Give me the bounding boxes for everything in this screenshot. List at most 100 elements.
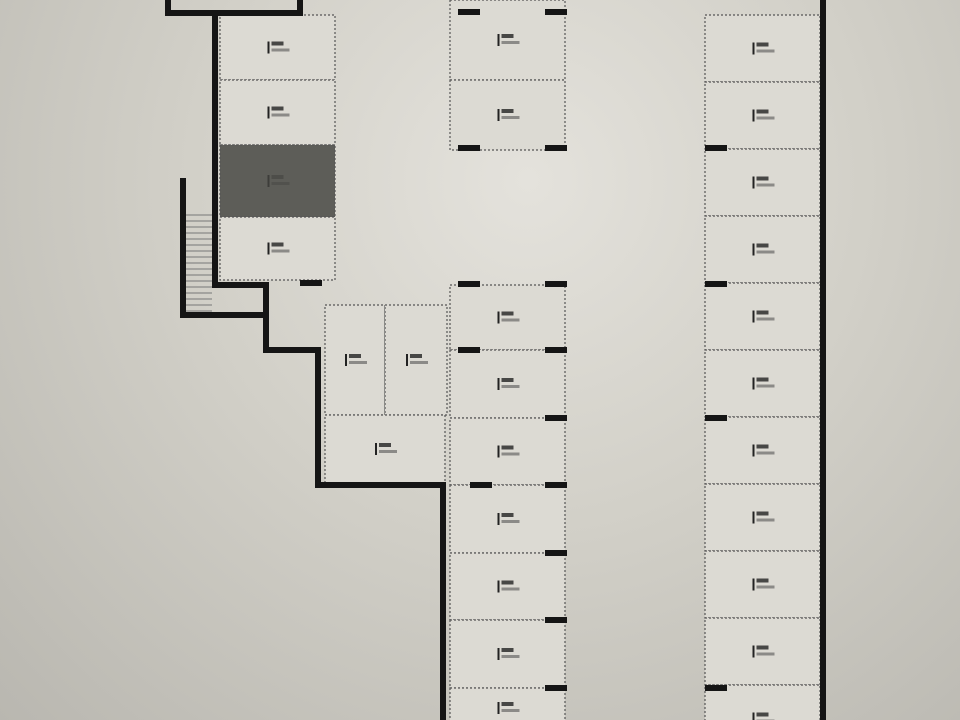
wall — [212, 13, 446, 720]
unit-label-number — [756, 310, 769, 315]
storage-unit — [704, 81, 821, 150]
unit-label-area — [501, 116, 520, 119]
door-marker — [458, 347, 480, 353]
unit-label-area — [756, 116, 775, 120]
unit-label-bar — [752, 310, 755, 323]
unit-label-bar — [497, 378, 500, 390]
unit-label-area — [271, 48, 290, 52]
storage-unit — [704, 349, 821, 418]
unit-label-area — [501, 655, 520, 658]
storage-unit — [449, 349, 566, 419]
unit-label-number — [501, 513, 514, 517]
unit-label-number — [756, 176, 769, 181]
unit-label-number — [349, 354, 361, 358]
unit-label-number — [756, 712, 769, 717]
unit-label-number — [271, 106, 284, 111]
unit-label-bar — [497, 445, 500, 458]
unit-label-number — [756, 511, 769, 516]
door-marker — [458, 281, 480, 287]
unit-label-number — [501, 648, 514, 652]
unit-label-area — [349, 361, 367, 364]
storage-unit — [704, 416, 821, 485]
unit-label-area — [756, 451, 775, 455]
unit-label-bar — [267, 106, 270, 119]
unit-label-area — [379, 450, 397, 453]
door-marker — [545, 415, 567, 421]
unit-label-number — [501, 580, 514, 585]
unit-label-area — [756, 384, 775, 388]
unit-label-number — [756, 578, 769, 583]
door-marker — [545, 347, 567, 353]
storage-unit — [704, 483, 821, 552]
unit-label-bar — [497, 648, 500, 660]
unit-label-bar — [497, 580, 500, 593]
unit-label-number — [501, 311, 514, 316]
door-marker — [458, 9, 480, 15]
door-marker — [545, 9, 567, 15]
storage-unit — [449, 417, 566, 486]
unit-label-bar — [752, 243, 755, 256]
storage-unit — [384, 304, 448, 416]
unit-label-bar — [375, 443, 377, 455]
storage-unit — [449, 484, 566, 554]
unit-label-bar — [752, 109, 755, 122]
wall — [180, 178, 266, 318]
unit-label-bar — [345, 354, 347, 366]
unit-label-number — [756, 377, 769, 382]
unit-label-bar — [497, 109, 500, 121]
unit-label-bar — [752, 444, 755, 457]
unit-label-area — [271, 113, 290, 117]
door-marker — [705, 685, 727, 691]
storage-unit — [704, 617, 821, 686]
door-marker — [705, 415, 727, 421]
unit-label-area — [501, 385, 520, 388]
storage-unit — [704, 550, 821, 619]
unit-label-bar — [406, 354, 408, 366]
door-marker — [545, 281, 567, 287]
unit-label-bar — [752, 645, 755, 658]
unit-label-area — [756, 585, 775, 589]
unit-label-area — [756, 652, 775, 656]
storage-unit — [219, 216, 336, 281]
unit-label-number — [271, 242, 284, 247]
unit-label-area — [501, 709, 520, 712]
storage-unit — [219, 79, 336, 146]
unit-label-bar — [497, 702, 500, 714]
unit-label-area — [756, 49, 775, 53]
unit-label-bar — [497, 513, 500, 525]
storage-unit — [704, 148, 821, 217]
door-marker — [705, 145, 727, 151]
unit-label-bar — [752, 511, 755, 524]
unit-label-number — [379, 443, 391, 447]
unit-label-area — [756, 250, 775, 254]
door-marker — [705, 281, 727, 287]
door-marker — [470, 482, 492, 488]
unit-label-bar — [497, 34, 500, 46]
storage-unit — [704, 14, 821, 83]
unit-label-number — [756, 444, 769, 449]
storage-unit — [449, 552, 566, 621]
unit-label-area — [501, 520, 520, 523]
unit-label-number — [271, 175, 284, 179]
storage-unit — [449, 284, 566, 351]
unit-label-bar — [267, 242, 270, 255]
unit-label-area — [271, 182, 290, 185]
unit-label-number — [271, 41, 284, 46]
storage-unit — [324, 414, 446, 484]
unit-label-number — [756, 42, 769, 47]
unit-label-number — [501, 702, 514, 706]
storage-unit — [704, 215, 821, 284]
unit-label-number — [501, 109, 514, 113]
unit-label-bar — [497, 311, 500, 324]
unit-label-bar — [752, 176, 755, 189]
unit-label-bar — [267, 41, 270, 54]
storage-unit — [704, 282, 821, 351]
unit-label-bar — [267, 175, 270, 187]
storage-unit — [449, 619, 566, 689]
unit-label-number — [410, 354, 422, 358]
unit-label-number — [756, 243, 769, 248]
unit-label-number — [501, 378, 514, 382]
unit-label-area — [501, 587, 520, 591]
unit-label-area — [756, 518, 775, 522]
